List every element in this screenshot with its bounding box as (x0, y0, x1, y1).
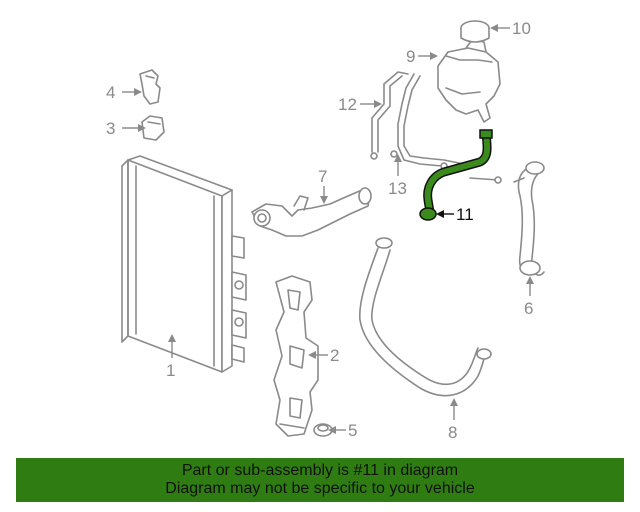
callout-1: 1 (166, 361, 175, 380)
tube-12-part (370, 71, 409, 160)
tube-13-part (390, 73, 502, 184)
mount-part (141, 115, 165, 141)
callout-7: 7 (318, 167, 327, 186)
notice-disclaimer: Diagram may not be specific to your vehi… (165, 480, 475, 497)
clip-part (139, 69, 161, 105)
hose-8-part (359, 237, 492, 397)
plug-part (313, 423, 333, 437)
notice-part-number: Part or sub-assembly is #11 in diagram (181, 462, 459, 479)
callout-11: 11 (456, 205, 474, 224)
hose-11-highlighted-part (419, 129, 493, 221)
callout-8: 8 (448, 423, 457, 442)
expansion-tank-part (437, 39, 501, 123)
callout-5: 5 (348, 421, 357, 440)
callout-4: 4 (106, 83, 115, 102)
cap-part (460, 20, 490, 43)
callout-leaders (122, 24, 534, 434)
hose-6-part (513, 161, 545, 276)
bracket-part (273, 275, 319, 437)
parts-diagram: 1 2 3 4 5 6 7 8 9 10 11 12 13 (106, 19, 545, 442)
callout-13: 13 (388, 179, 407, 198)
callout-12: 12 (338, 95, 357, 114)
callout-3: 3 (106, 119, 115, 138)
callout-2: 2 (330, 346, 339, 365)
diagram-notice-banner: Part or sub-assembly is #11 in diagram D… (16, 458, 624, 502)
callout-labels: 1 2 3 4 5 6 7 8 9 10 11 12 13 (106, 19, 533, 442)
callout-6: 6 (524, 299, 533, 318)
hose-7-part (251, 187, 372, 237)
callout-10: 10 (512, 19, 531, 38)
radiator-part (121, 155, 247, 373)
callout-9: 9 (406, 47, 415, 66)
